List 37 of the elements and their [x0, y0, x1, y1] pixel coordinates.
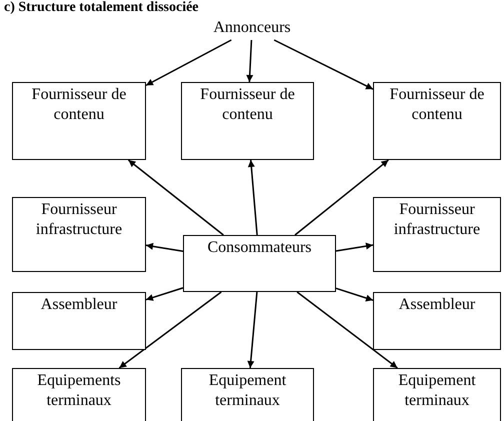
arrow — [296, 291, 398, 369]
process-box — [373, 82, 501, 160]
box-label: Fournisseur infrastructure — [392, 200, 482, 240]
arrow — [274, 39, 374, 90]
process-box — [12, 197, 146, 272]
arrow — [336, 242, 374, 252]
box-label: Assembleur — [40, 295, 118, 315]
diagram-title: c) Structure totalement dissociée — [4, 0, 199, 16]
arrow — [247, 292, 258, 368]
box-label: Fournisseur de contenu — [199, 85, 296, 125]
arrow — [246, 40, 254, 82]
process-box — [373, 292, 501, 350]
process-box — [12, 368, 146, 421]
arrow — [336, 288, 374, 302]
box-label: Equipement terminaux — [397, 371, 477, 411]
process-box — [181, 82, 314, 160]
arrow — [146, 242, 184, 252]
process-box — [373, 368, 501, 421]
arrow — [128, 159, 224, 236]
arrow — [294, 159, 389, 236]
process-box — [183, 235, 336, 292]
process-box — [181, 368, 314, 421]
box-label: Fournisseur infrastructure — [34, 200, 124, 240]
arrow — [118, 291, 222, 369]
process-box — [12, 292, 146, 350]
box-label: Equipement terminaux — [208, 371, 288, 411]
process-box — [12, 82, 146, 160]
arrow — [146, 287, 184, 301]
box-label: Fournisseur de contenu — [388, 85, 486, 125]
arrow — [146, 39, 232, 86]
box-label: Fournisseur de contenu — [30, 85, 128, 125]
box-label: Assembleur — [398, 295, 476, 315]
box-label: Consommateurs — [208, 238, 312, 258]
box-label: Annonceurs — [213, 18, 291, 38]
box-label: Equipements terminaux — [36, 371, 122, 411]
process-box — [373, 197, 501, 272]
arrow — [248, 160, 258, 236]
